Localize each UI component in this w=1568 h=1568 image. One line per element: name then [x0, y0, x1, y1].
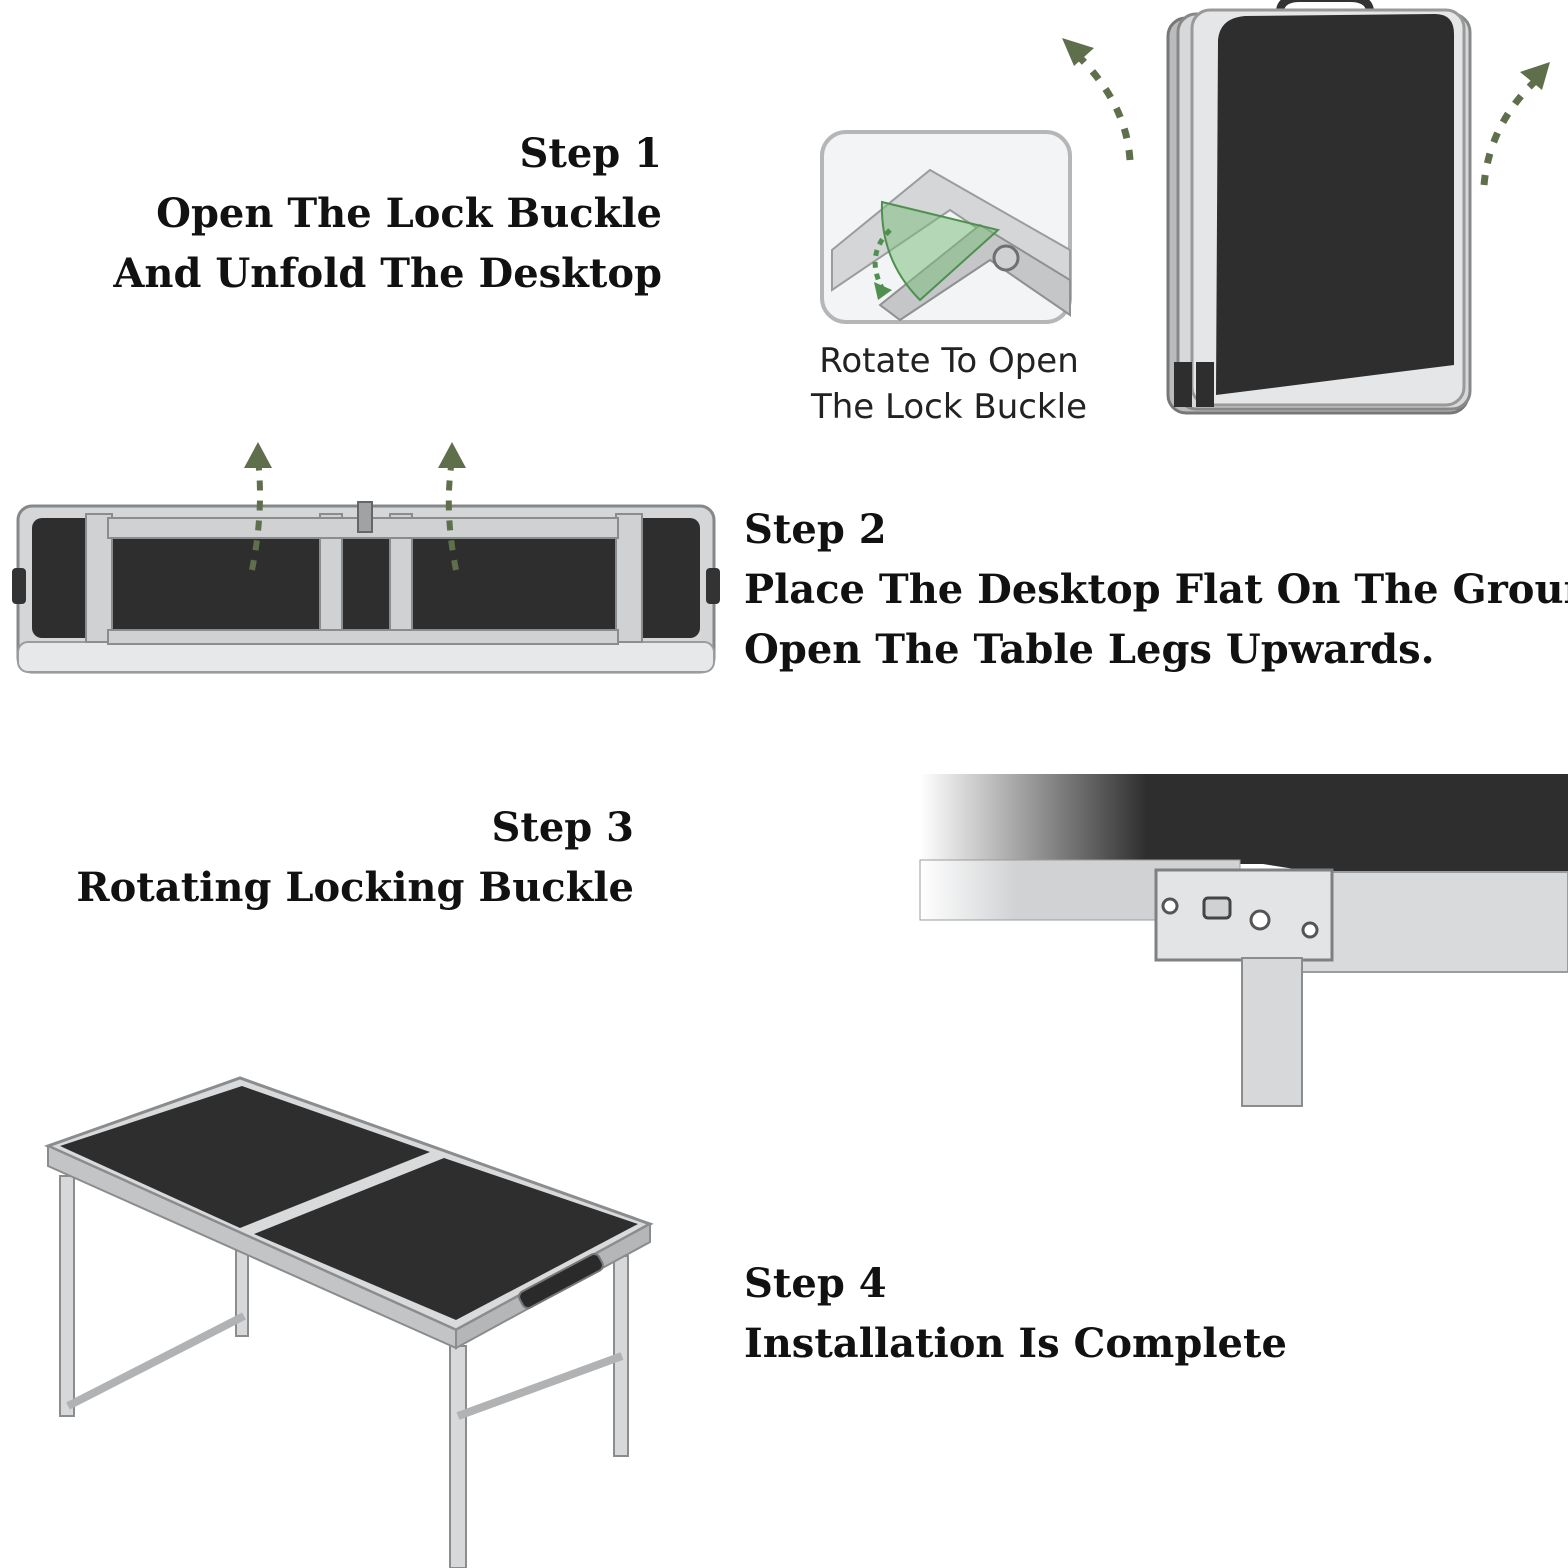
closeup-rivet-2: [1249, 909, 1271, 931]
step-1-line-2: And Unfold The Desktop: [113, 250, 662, 297]
folded-hinge-2: [1196, 362, 1214, 407]
flat-table-illustration: [12, 442, 720, 674]
step-4-title: Step 4: [744, 1260, 887, 1307]
tabletop-panel-left: [60, 1086, 430, 1228]
inset-caption-line-1: Rotate To Open: [819, 341, 1079, 381]
table-braces: [66, 1312, 624, 1420]
up-arrow-icon: [1069, 47, 1134, 161]
up-arrow-head-right: [1520, 62, 1550, 90]
closeup-rivet-1: [1161, 897, 1179, 915]
lock-buckle-inset: [820, 130, 1072, 324]
assembled-table-illustration: [43, 1076, 654, 1568]
flat-handle-left: [12, 568, 26, 604]
folded-tabletop: [1216, 14, 1454, 395]
step-2-line-2: Open The Table Legs Upwards.: [744, 626, 1435, 673]
step-1-text: Step 1 Open The Lock Buckle And Unfold T…: [113, 124, 662, 304]
step-3-line-1: Rotating Locking Buckle: [76, 864, 634, 911]
curved-arrow-icon: [1480, 72, 1545, 186]
inset-highlight-sector: [880, 200, 1001, 302]
carry-handle: [1276, 0, 1374, 12]
folded-table-illustration: [1062, 0, 1550, 415]
center-hinge: [357, 501, 373, 533]
closeup-lock-knob: [1202, 896, 1232, 920]
folded-hinge-1: [1174, 362, 1192, 407]
flat-frame-bottom: [17, 641, 715, 673]
inset-lock-knob: [992, 244, 1020, 272]
step-3-text: Step 3 Rotating Locking Buckle: [76, 798, 634, 918]
table-handle: [518, 1253, 604, 1309]
step-4-text: Step 4 Installation Is Complete: [744, 1254, 1287, 1374]
up-arrow-head-left: [1062, 38, 1094, 66]
buckle-closeup-illustration: [919, 774, 1568, 1107]
step-2-line-1: Place The Desktop Flat On The Ground.: [744, 566, 1568, 613]
step-4-line-1: Installation Is Complete: [744, 1320, 1287, 1367]
step-1-line-1: Open The Lock Buckle: [156, 190, 662, 237]
flat-arrow-head-left: [244, 442, 272, 468]
rotate-arrow-head: [874, 282, 892, 300]
tabletop-panel-right: [254, 1158, 638, 1320]
cross-bar-bottom: [107, 629, 619, 645]
step-1-title: Step 1: [519, 130, 662, 177]
leg-bar-4: [615, 513, 643, 643]
step-2-title: Step 2: [744, 506, 887, 553]
step-2-text: Step 2 Place The Desktop Flat On The Gro…: [744, 500, 1568, 680]
step-3-title: Step 3: [491, 804, 634, 851]
inset-caption-line-2: The Lock Buckle: [810, 387, 1087, 427]
inset-caption: Rotate To Open The Lock Buckle: [808, 338, 1090, 430]
closeup-rivet-3: [1301, 921, 1319, 939]
flat-handle-right: [706, 568, 720, 604]
closeup-lock-plate: [1154, 868, 1334, 962]
flat-arrow-head-right: [438, 442, 466, 468]
flat-tabletop: [32, 518, 700, 638]
closeup-leg: [1241, 957, 1303, 1107]
